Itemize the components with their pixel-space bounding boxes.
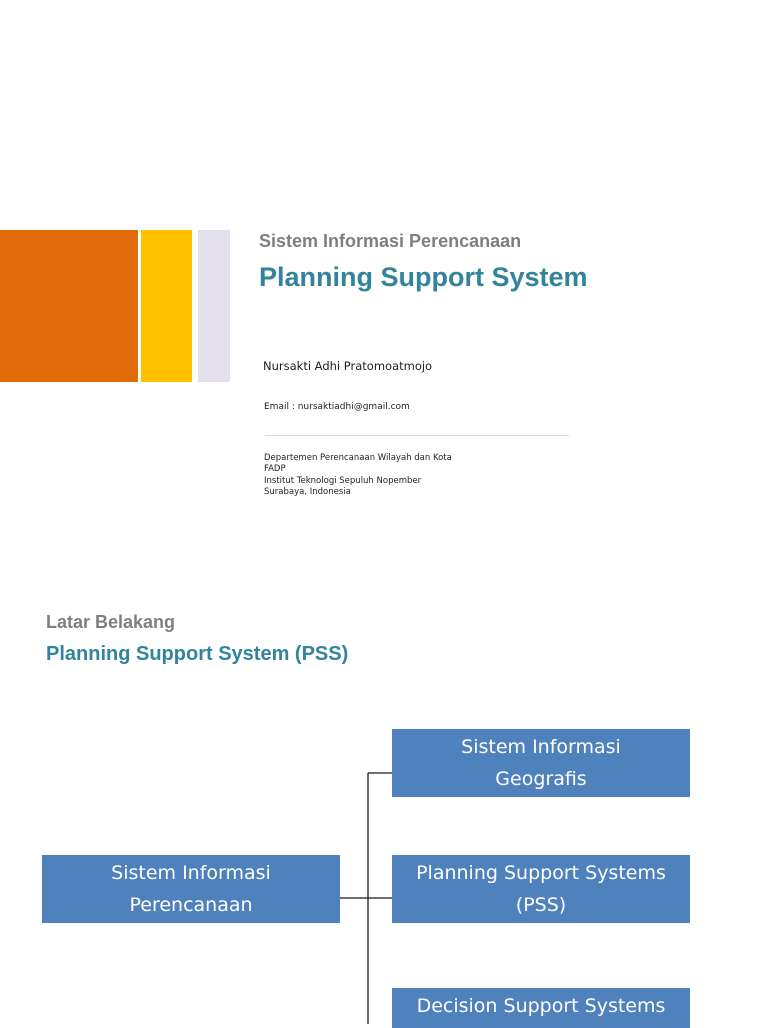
- diagram-node-root: Sistem Informasi Perencanaan: [42, 855, 340, 923]
- affiliation-block: Departemen Perencanaan Wilayah dan Kota …: [264, 453, 452, 498]
- affiliation-line-location: Surabaya, Indonesia: [264, 486, 351, 497]
- slide2-subtitle: Latar Belakang: [46, 612, 176, 632]
- slide1-title: Planning Support System: [259, 262, 588, 292]
- diagram-node-root-line2: Perencanaan: [129, 894, 253, 916]
- diagram-node-pss-line2: (PSS): [515, 894, 567, 916]
- decorative-yellow-bar: [141, 230, 192, 382]
- slide2-title: Planning Support System (PSS): [46, 643, 349, 665]
- slide1-subtitle: Sistem Informasi Perencanaan: [259, 231, 522, 251]
- decorative-orange-bar: [0, 230, 138, 382]
- diagram-node-sig-line2: Geografis: [495, 768, 587, 790]
- diagram-node-dss-line1: Decision Support Systems: [416, 995, 666, 1017]
- affiliation-line-faculty: FADP: [264, 464, 286, 475]
- diagram-node-sig: Sistem Informasi Geografis: [392, 729, 690, 797]
- divider-line: [265, 435, 569, 436]
- affiliation-line-department: Departemen Perencanaan Wilayah dan Kota: [264, 453, 452, 463]
- diagram-node-sig-line1: Sistem Informasi: [461, 736, 621, 758]
- diagram-node-pss: Planning Support Systems (PSS): [392, 855, 690, 923]
- author-name: Nursakti Adhi Pratomoatmojo: [263, 359, 433, 373]
- decorative-lilac-bar: [198, 230, 230, 382]
- diagram-node-dss: Decision Support Systems: [392, 988, 690, 1028]
- diagram-node-root-line1: Sistem Informasi: [111, 862, 271, 884]
- diagram-node-pss-line1: Planning Support Systems: [416, 862, 666, 884]
- affiliation-line-institute: Institut Teknologi Sepuluh Nopember: [264, 475, 422, 486]
- author-email: Email : nursaktiadhi@gmail.com: [264, 402, 410, 412]
